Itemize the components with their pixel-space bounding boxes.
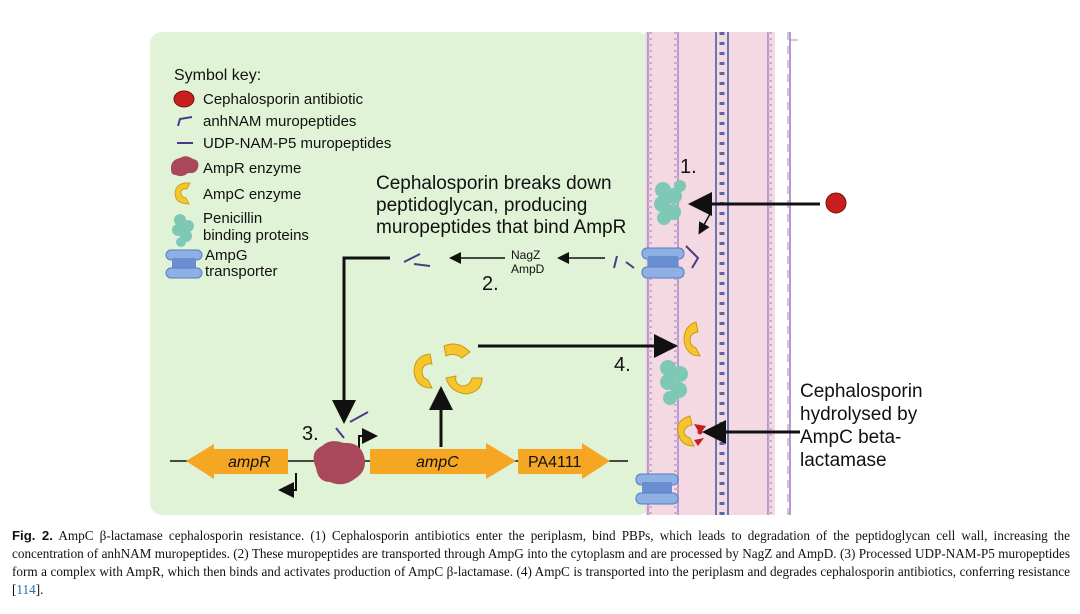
symbol-key-title: Symbol key: [174,67,261,84]
nagz-label: NagZ [511,248,540,262]
ampr-gene-label: ampR [228,454,271,471]
ampc-enzymes [413,343,483,395]
step3-number: 3. [302,423,319,445]
cytoplasm-region [150,32,650,515]
cephalosporin-key-icon [173,90,195,108]
figure-caption: Fig. 2. AmpC β-lactamase cephalosporin r… [12,527,1070,599]
ampc-pathway-diagram: Symbol key: Cephalosporin antibiotic anh… [150,32,923,515]
ampg-transporter-bottom [635,473,679,505]
pbp-key-icon [172,214,194,247]
pa4111-gene [518,443,610,479]
pa4111-gene-label: PA4111 [528,454,581,471]
key-item-ampr: AmpR enzyme [203,160,301,177]
outer-membrane [767,32,798,515]
ampr-key-icon [170,156,199,177]
key-item-ampg-line2: transporter [205,263,278,280]
hydrolysis-text-line4: lactamase [800,450,887,471]
hydrolysis-text-line1: Cephalosporin [800,381,923,402]
anhnam-key-icon [177,116,193,127]
key-item-udp-nam: UDP-NAM-P5 muropeptides [203,135,391,152]
ampr-gene [186,444,288,479]
ampc-gene-label: ampC [416,454,459,471]
ampc-periplasm [683,321,701,357]
key-item-cephalosporin: Cephalosporin antibiotic [203,91,364,108]
step4-number: 4. [614,354,631,376]
step2-number: 2. [482,273,499,295]
caption-reference-link[interactable]: 114 [16,582,36,597]
caption-label: Fig. 2. [12,528,53,543]
bound-muropeptides [335,411,369,439]
pbp-periplasm [660,360,688,405]
hydrolysis-text-line3: AmpC beta- [800,427,901,448]
pbp-bound [654,180,686,225]
ampr-protein [313,441,365,485]
step1-text-line2: peptidoglycan, producing [376,195,587,216]
step1-number: 1. [680,156,697,178]
ampg-transporter [641,247,685,279]
cephalosporin-molecule [825,192,847,214]
anhnam-muropeptides [613,245,700,269]
key-item-ampc: AmpC enzyme [203,186,301,203]
ampc-promoter-arrow [358,428,378,450]
hydrolysis-text-line2: hydrolysed by [800,404,918,425]
caption-end: ]. [35,582,44,597]
key-item-pbp-line1: Penicillin [203,210,262,227]
key-item-anhnam: anhNAM muropeptides [203,113,356,130]
pbp-to-muropeptide-arrow [698,213,711,235]
ampr-promoter-arrow [278,473,297,498]
ampc-gene [370,443,516,479]
key-item-ampg-line1: AmpG [205,247,248,264]
ampc-hydrolysing [677,415,695,447]
ampd-label: AmpD [511,262,545,276]
muropeptide-to-ampr-path [332,256,390,424]
caption-text: AmpC β-lactamase cephalosporin resistanc… [12,528,1070,597]
ampg-key-icon [165,249,203,279]
step1-text-line3: muropeptides that bind AmpR [376,217,626,238]
udp-nam-muropeptides [403,253,431,267]
key-item-pbp-line2: binding proteins [203,227,309,244]
ampc-key-icon [174,182,191,205]
step1-text-line1: Cephalosporin breaks down [376,173,612,194]
